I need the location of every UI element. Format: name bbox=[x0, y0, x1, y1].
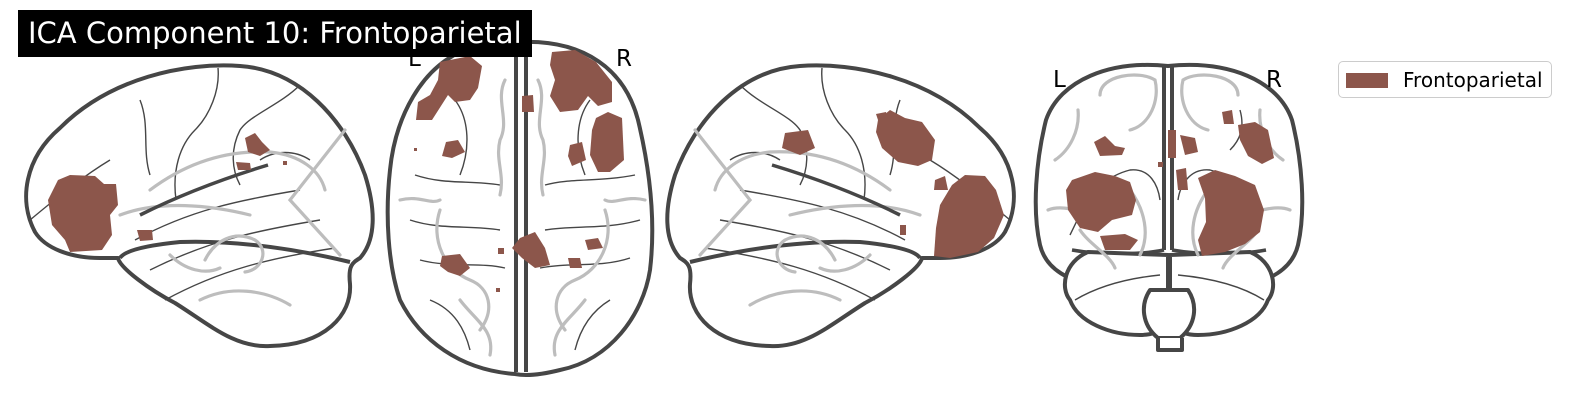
legend-swatch-frontoparietal bbox=[1346, 73, 1388, 88]
brain-outline bbox=[385, 39, 655, 377]
legend: Frontoparietal bbox=[1338, 61, 1552, 98]
activation-overlay bbox=[782, 110, 1004, 258]
deep-structures bbox=[398, 78, 647, 357]
coronal-view: L R bbox=[1033, 63, 1305, 352]
activation-overlay bbox=[414, 50, 624, 292]
coronal-left-label: L bbox=[1053, 67, 1066, 93]
coronal-right-label: R bbox=[1266, 67, 1282, 93]
sagittal-left-view bbox=[24, 63, 375, 349]
axial-view: L R bbox=[385, 39, 655, 377]
brain-outline bbox=[1033, 63, 1305, 288]
legend-label-frontoparietal: Frontoparietal bbox=[1403, 68, 1543, 92]
deep-structures bbox=[693, 128, 922, 307]
figure-title: ICA Component 10: Frontoparietal bbox=[18, 10, 532, 57]
sylvian-fissure bbox=[771, 163, 901, 217]
activation-overlay bbox=[48, 133, 287, 252]
axial-right-label: R bbox=[616, 46, 632, 72]
sagittal-right-view bbox=[665, 63, 1016, 349]
activation-overlay bbox=[1066, 110, 1274, 256]
sylvian-fissure bbox=[139, 163, 269, 217]
cerebellum bbox=[1062, 250, 1276, 352]
